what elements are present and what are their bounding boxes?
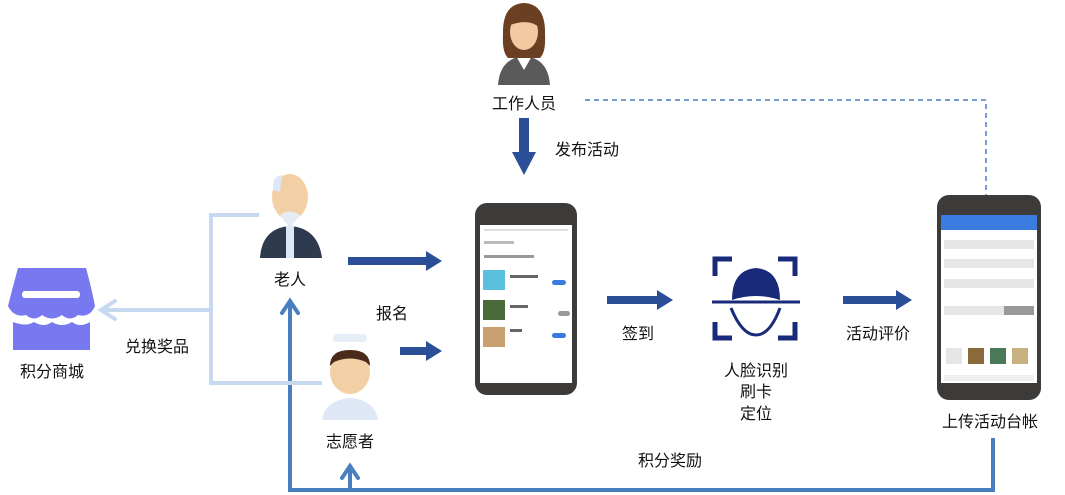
upload-label: 上传活动台帐 — [941, 412, 1039, 431]
dashed-link — [585, 99, 987, 195]
reward-loop — [288, 302, 995, 492]
publish-arrow — [512, 118, 536, 175]
reward-label: 积分奖励 — [637, 451, 703, 470]
signup-phone — [475, 203, 577, 395]
elder-signup-arrow — [348, 251, 442, 271]
elder-label: 老人 — [273, 270, 307, 289]
staff-label: 工作人员 — [491, 94, 557, 113]
publish-label: 发布活动 — [554, 140, 620, 159]
elder-avatar — [260, 174, 322, 258]
evaluate-arrow — [843, 290, 912, 310]
method-face: 人脸识别 — [723, 361, 789, 380]
signup-label: 报名 — [375, 304, 409, 323]
checkin-arrow — [607, 290, 673, 310]
upload-phone — [937, 195, 1041, 400]
evaluate-label: 活动评价 — [845, 324, 911, 343]
shop-icon — [8, 268, 95, 350]
redeem-lines — [102, 213, 322, 385]
checkin-label: 签到 — [621, 324, 655, 343]
face-recognition-icon — [712, 256, 800, 341]
volunteer-label: 志愿者 — [325, 432, 375, 451]
staff-avatar — [498, 3, 550, 85]
volunteer-avatar — [322, 334, 378, 420]
volunteer-signup-arrow — [400, 341, 442, 361]
redeem-label: 兑换奖品 — [124, 337, 190, 356]
shop-label: 积分商城 — [19, 362, 85, 381]
method-location: 定位 — [739, 404, 773, 423]
method-card: 刷卡 — [739, 382, 773, 401]
